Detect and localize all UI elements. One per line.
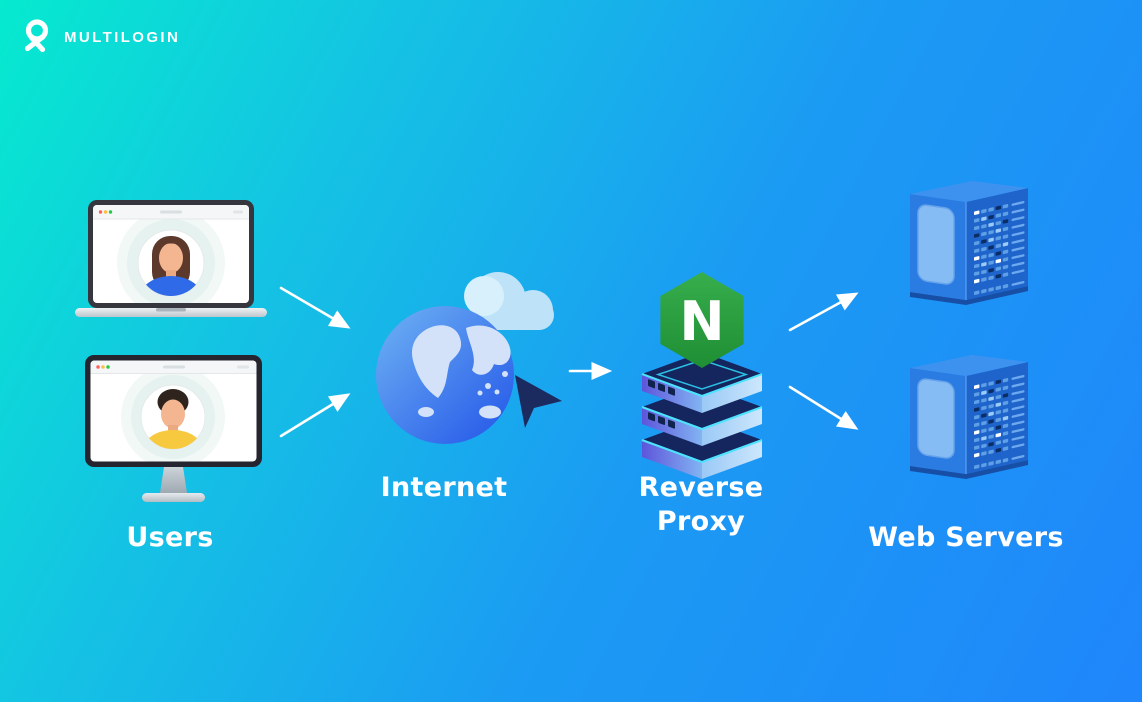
reverse-proxy-label: Reverse Proxy	[639, 471, 764, 539]
nginx-letter: N	[679, 290, 724, 353]
users-label: Users	[126, 522, 214, 553]
nginx-hexagon-icon: N	[660, 272, 744, 368]
globe-continents	[412, 325, 511, 419]
multilogin-ribbon-icon	[24, 19, 49, 53]
arrow-laptop-to-internet	[279, 286, 351, 329]
reverse-proxy-label-line2: Proxy	[656, 506, 746, 537]
web-servers-label: Web Servers	[868, 522, 1064, 553]
cloud-icon	[464, 272, 554, 330]
brand-name: MULTILOGIN	[64, 28, 181, 46]
monitor-base	[142, 493, 205, 502]
reverse-proxy-label-line1: Reverse	[638, 472, 764, 503]
laptop-browser-screen	[93, 205, 249, 303]
laptop-with-woman-avatar	[75, 200, 267, 317]
web-server-1	[888, 174, 1048, 324]
server-stack-icon	[641, 352, 763, 479]
arrow-proxy-to-server1	[788, 292, 859, 332]
man-avatar	[142, 389, 204, 449]
multilogin-logo: MULTILOGIN	[18, 17, 180, 57]
globe-icon	[376, 306, 514, 444]
monitor-browser-screen	[90, 360, 257, 462]
reverse-proxy-illustration: N	[641, 272, 763, 479]
arrow-proxy-to-server2	[788, 385, 859, 430]
laptop-base	[75, 308, 267, 317]
web-server-2	[888, 348, 1048, 498]
browser-traffic-light-icons	[96, 365, 110, 369]
arrow-monitor-to-internet	[279, 393, 351, 438]
server-vents	[648, 412, 675, 429]
woman-avatar	[139, 236, 203, 296]
internet-label: Internet	[380, 472, 508, 503]
internet-illustration	[376, 272, 562, 444]
cursor-icon	[515, 375, 562, 428]
browser-traffic-light-icons	[98, 210, 113, 214]
monitor-stand	[160, 467, 187, 493]
monitor-with-man-avatar	[85, 355, 262, 502]
server-vents	[648, 379, 675, 396]
